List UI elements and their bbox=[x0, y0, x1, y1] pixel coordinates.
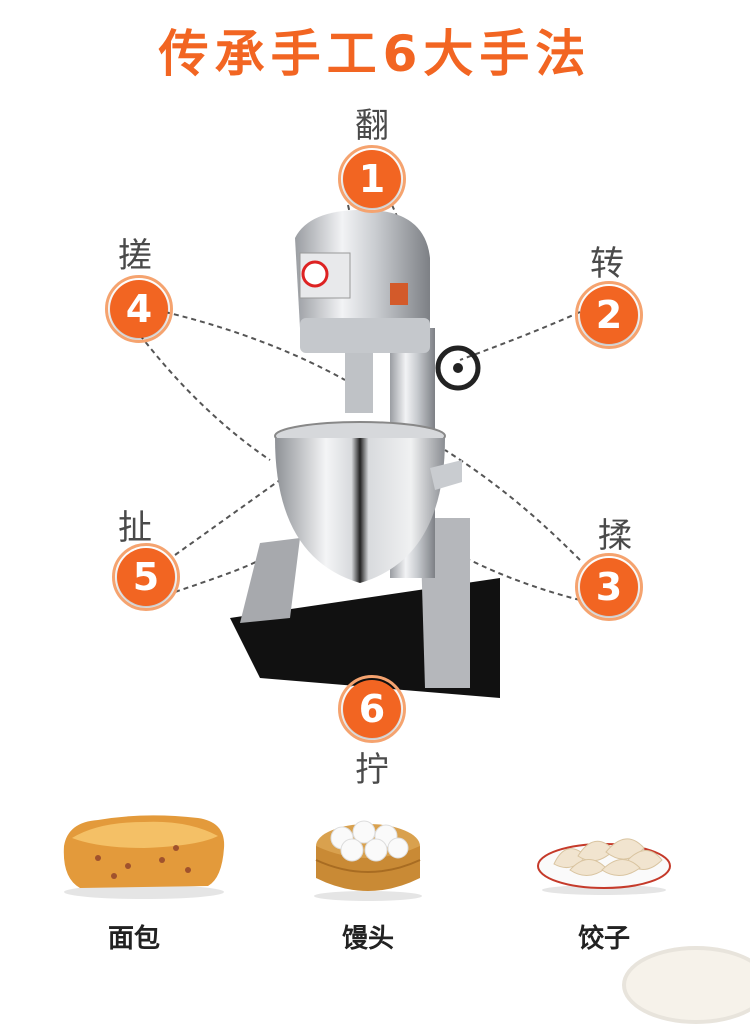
dough-mixer-image bbox=[230, 209, 500, 698]
step-badge-1: 1 bbox=[338, 145, 406, 213]
step-badge-6: 6 bbox=[338, 675, 406, 743]
step-label-5: 扯 bbox=[118, 508, 152, 548]
step-label-2: 转 bbox=[590, 244, 624, 284]
step-label-4: 搓 bbox=[118, 236, 152, 276]
steamed-buns-icon bbox=[314, 820, 422, 901]
page-title: 传承手工6大手法 bbox=[0, 14, 750, 86]
title-number: 6 bbox=[382, 25, 424, 83]
title-part-a: 传承手工 bbox=[158, 25, 383, 83]
step-label-6: 拧 bbox=[355, 750, 389, 790]
step-badge-4: 4 bbox=[105, 275, 173, 343]
step-label-1: 翻 bbox=[355, 106, 389, 146]
food-label-buns: 馒头 bbox=[341, 924, 394, 954]
title-part-b: 大手法 bbox=[423, 25, 592, 83]
step-label-3: 揉 bbox=[598, 516, 632, 556]
food-label-bread: 面包 bbox=[107, 924, 160, 954]
bread-icon bbox=[63, 815, 225, 899]
dumplings-icon bbox=[537, 838, 671, 895]
step-badge-5: 5 bbox=[112, 543, 180, 611]
food-label-dumplings: 饺子 bbox=[577, 924, 630, 954]
step-badge-2: 2 bbox=[575, 281, 643, 349]
step-badge-3: 3 bbox=[575, 553, 643, 621]
plate-edge-decoration bbox=[622, 946, 750, 1024]
